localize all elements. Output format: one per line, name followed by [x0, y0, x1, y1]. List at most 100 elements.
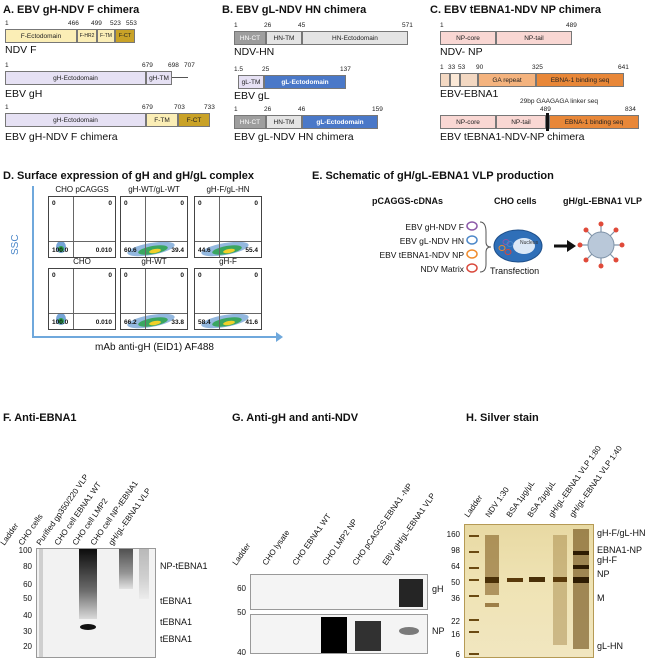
ndv-np-label: NDV- NP [440, 46, 483, 58]
facs-q-tl: 0 [52, 272, 56, 279]
cdna-item-matrix: NDV Matrix [420, 264, 464, 274]
mw-marker: 60 [237, 584, 246, 593]
facs-plot-title: CHO pCAGGS [55, 185, 109, 194]
facs-x-arrowhead [276, 332, 283, 342]
ga-repeat-segment: GA repeat [478, 73, 536, 87]
band-label: EBNA1-NP [597, 545, 643, 555]
mw-marker: 6 [455, 650, 460, 659]
gh-f-chimera-label: EBV gH-NDV F chimera [5, 131, 118, 143]
lane-label: Ladder [0, 521, 21, 547]
chim-f-tm-segment: F-TM [146, 113, 178, 127]
facs-q-tl: 0 [124, 200, 128, 207]
facs-y-axis-label: SSC [10, 234, 21, 255]
facs-q-tr: 0 [254, 272, 258, 279]
chim-f-ct-segment: F-CT [178, 113, 210, 127]
np-core-segment: NP-core [440, 31, 496, 45]
hn-ct-segment: HN-CT [234, 31, 266, 45]
mw-marker: 64 [451, 562, 460, 571]
cdna-item-gh: EBV gH-NDV F [405, 222, 464, 232]
silver-stain-gel [464, 524, 594, 658]
facs-y-arrow [32, 186, 34, 336]
facs-x-axis-label: mAb anti-gH (EID1) AF488 [95, 342, 214, 353]
blot-g-top [250, 574, 428, 610]
facs-plot-title: gH-WT [141, 257, 167, 266]
gh-band-label: gH [432, 584, 444, 594]
chim-hn-ct-segment: HN-CT [234, 115, 266, 129]
plasmid-ebna-icon [466, 249, 478, 259]
ebna1-binding-segment: EBNA-1 binding seq [536, 73, 624, 87]
lane-label: EBV gH/gL-EBNA1 VLP [380, 491, 438, 567]
mw-marker: 40 [23, 611, 32, 620]
panel-f-title: F. Anti-EBNA1 [3, 412, 77, 424]
band-label: tEBNA1 [160, 596, 193, 606]
facs-q-tr: 0 [180, 272, 184, 279]
band-label: gH-F [597, 555, 617, 565]
lane-label: CHO lysate [260, 528, 292, 567]
facs-q-tl: 0 [198, 200, 202, 207]
mw-marker: 80 [23, 562, 32, 571]
cdna-item-gl: EBV gL-NDV HN [399, 236, 464, 246]
facs-q-tl: 0 [198, 272, 202, 279]
facs-plot: 0 0 44.6 55.4 [194, 196, 262, 258]
gl-tm-segment: gL-TM [238, 75, 264, 89]
facs-q-br: 55.4 [245, 247, 258, 254]
facs-plot-title: gH-WT/gL-WT [128, 185, 180, 194]
facs-plot-title: gH-F [219, 257, 237, 266]
blot-g-bottom [250, 614, 428, 654]
brace-icon [479, 221, 492, 273]
gl-hn-chimera-label: EBV gL-NDV HN chimera [234, 131, 354, 143]
band-label: tEBNA1 [160, 634, 193, 644]
band-label: NP-tEBNA1 [160, 561, 208, 571]
cho-column-title: CHO cells [494, 196, 537, 206]
mw-marker: 98 [451, 546, 460, 555]
panel-g-title: G. Anti-gH and anti-NDV [232, 412, 359, 424]
ebna-mid-segment [460, 73, 478, 87]
chim-gh-ectodomain-segment: gH-Ectodomain [5, 113, 146, 127]
ebna-n-terminal-segment [440, 73, 450, 87]
mw-marker: 20 [23, 642, 32, 651]
facs-q-bl: 66.2 [124, 319, 137, 326]
cdna-item-ebna: EBV tEBNA1-NDV NP [379, 250, 464, 260]
f-ct-segment: F-CT [115, 29, 135, 43]
f-tm-segment: F-TM [97, 29, 115, 43]
mw-marker: 50 [451, 578, 460, 587]
facs-q-br: 0.010 [95, 247, 112, 254]
panel-h-title: H. Silver stain [466, 412, 539, 424]
plasmid-gl-icon [466, 235, 478, 245]
mw-marker: 50 [237, 608, 246, 617]
mw-marker: 50 [23, 594, 32, 603]
facs-q-br: 41.6 [245, 319, 258, 326]
blot-f-bands [39, 549, 149, 657]
f-hr2-segment: F-HR2 [77, 29, 97, 43]
facs-q-tr: 0 [254, 200, 258, 207]
mw-marker: 30 [23, 627, 32, 636]
vlp-column-title: gH/gL-EBNA1 VLP [563, 196, 643, 206]
cdna-column-title: pCAGGS-cDNAs [372, 196, 444, 206]
mw-marker: 40 [237, 648, 246, 657]
chim-gl-ectodomain-segment: gL-Ectodomain [302, 115, 378, 129]
chim-np-core-segment: NP-core [440, 115, 496, 129]
facs-q-tl: 0 [52, 200, 56, 207]
lane-label: Ladder [462, 493, 485, 519]
facs-q-bl: 44.6 [198, 247, 211, 254]
mw-marker: 100 [18, 546, 32, 555]
linker-label: 29bp GAAGAGA linker seq [520, 98, 599, 105]
band-label: NP [597, 569, 610, 579]
hn-ectodomain-segment: HN-Ectodomain [302, 31, 408, 45]
facs-plot-title: gH-F/gL-HN [206, 185, 250, 194]
mw-marker: 36 [451, 594, 460, 603]
gh-label: EBV gH [5, 88, 43, 100]
gh-ectodomain-segment: gH-Ectodomain [5, 71, 146, 85]
mw-marker: 22 [451, 617, 460, 626]
chim-ebna1-binding-segment: EBNA-1 binding seq [549, 115, 639, 129]
ndv-hn-label: NDV-HN [234, 46, 275, 58]
facs-q-tr: 0 [108, 200, 112, 207]
facs-q-tl: 0 [124, 272, 128, 279]
facs-q-bl: 58.4 [198, 319, 211, 326]
facs-q-tr: 0 [180, 200, 184, 207]
facs-q-br: 39.4 [171, 247, 184, 254]
panel-b-title: B. EBV gL-NDV HN chimera [222, 4, 367, 16]
mw-marker: 16 [451, 630, 460, 639]
